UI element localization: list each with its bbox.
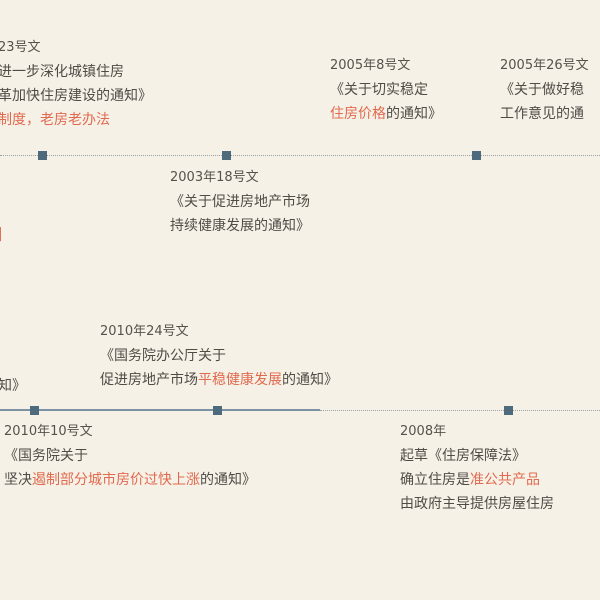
event-2008: 2008年 起草《住房保障法》 确立住房是准公共产品 由政府主导提供房屋住房 [400, 420, 554, 516]
event-id: 2003年18号文 [170, 170, 259, 185]
event-line: 革加快住房建设的通知》 [0, 84, 152, 108]
event-line: 坚决遏制部分城市房价过快上涨的通知》 [4, 468, 256, 492]
event-line: 持续健康发展的通知》 [170, 214, 310, 238]
event-partial-left-bottom: 知》 [0, 374, 26, 398]
timeline-marker [30, 406, 39, 415]
event-id: 2005年26号文 [500, 58, 589, 73]
event-line: 《国务院关于 [4, 444, 256, 468]
timeline-marker [472, 151, 481, 160]
timeline-bottom-axis [0, 409, 320, 411]
event-highlight-text: 住房价格 [330, 106, 386, 122]
event-2010-24: 2010年24号文 《国务院办公厅关于 促进房地产市场平稳健康发展的通知》 [100, 320, 338, 392]
event-line: 知》 [0, 374, 26, 398]
event-text: 《关于做好稳 [500, 82, 584, 98]
event-text: 起草《住房保障法》 [400, 448, 526, 464]
event-line: 工作意见的通 [500, 102, 589, 126]
event-text: 的通知》 [282, 372, 338, 388]
event-text: 知》 [0, 378, 26, 394]
event-highlight-text: 准公共产品 [470, 472, 540, 488]
event-line: | [0, 222, 3, 246]
event-id: 23号文 [0, 40, 41, 55]
event-23: 23号文 进一步深化城镇住房 革加快住房建设的通知》 制度，老房老办法 [0, 36, 152, 132]
event-2005-26: 2005年26号文 《关于做好稳 工作意见的通 [500, 54, 589, 126]
timeline-marker [222, 151, 231, 160]
event-text: 确立住房是 [400, 472, 470, 488]
event-text: 工作意见的通 [500, 106, 584, 122]
event-line: 促进房地产市场平稳健康发展的通知》 [100, 368, 338, 392]
event-line: 确立住房是准公共产品 [400, 468, 554, 492]
event-2003-18: 2003年18号文 《关于促进房地产市场 持续健康发展的通知》 [170, 166, 310, 238]
event-line: 起草《住房保障法》 [400, 444, 554, 468]
event-text: 促进房地产市场 [100, 372, 198, 388]
event-highlight-text: 平稳健康发展 [198, 372, 282, 388]
event-highlight-text: | [0, 226, 3, 242]
event-highlight-text: 制度，老房老办法 [0, 112, 110, 128]
timeline-top-axis [0, 155, 600, 156]
event-text: 进一步深化城镇住房 [0, 64, 124, 80]
event-text: 革加快住房建设的通知》 [0, 88, 152, 104]
event-line: 住房价格的通知》 [330, 102, 442, 126]
event-id: 2008年 [400, 424, 447, 439]
event-text: 《关于切实稳定 [330, 82, 428, 98]
event-highlight-text: 遏制部分城市房价过快上涨 [32, 472, 200, 488]
event-text: 《关于促进房地产市场 [170, 194, 310, 210]
event-line: 制度，老房老办法 [0, 108, 152, 132]
event-id: 2010年10号文 [4, 424, 93, 439]
event-text: 《国务院关于 [4, 448, 88, 464]
event-text: 由政府主导提供房屋住房 [400, 496, 554, 512]
event-id: 2005年8号文 [330, 58, 411, 73]
timeline-marker [38, 151, 47, 160]
event-2005-8: 2005年8号文 《关于切实稳定 住房价格的通知》 [330, 54, 442, 126]
event-id: 2010年24号文 [100, 324, 189, 339]
event-text: 《国务院办公厅关于 [100, 348, 226, 364]
timeline-marker [504, 406, 513, 415]
event-text: 坚决 [4, 472, 32, 488]
event-text: 的通知》 [200, 472, 256, 488]
event-line: 由政府主导提供房屋住房 [400, 492, 554, 516]
event-line: 《关于切实稳定 [330, 78, 442, 102]
event-line: 《关于促进房地产市场 [170, 190, 310, 214]
event-text: 的通知》 [386, 106, 442, 122]
event-line: 《关于做好稳 [500, 78, 589, 102]
event-line: 《国务院办公厅关于 [100, 344, 338, 368]
event-line: 进一步深化城镇住房 [0, 60, 152, 84]
event-text: 持续健康发展的通知》 [170, 218, 310, 234]
timeline-marker [213, 406, 222, 415]
event-2010-10: 2010年10号文 《国务院关于 坚决遏制部分城市房价过快上涨的通知》 [4, 420, 256, 492]
event-partial-left: | [0, 222, 3, 246]
timeline-bottom-axis-dotted [320, 410, 600, 411]
